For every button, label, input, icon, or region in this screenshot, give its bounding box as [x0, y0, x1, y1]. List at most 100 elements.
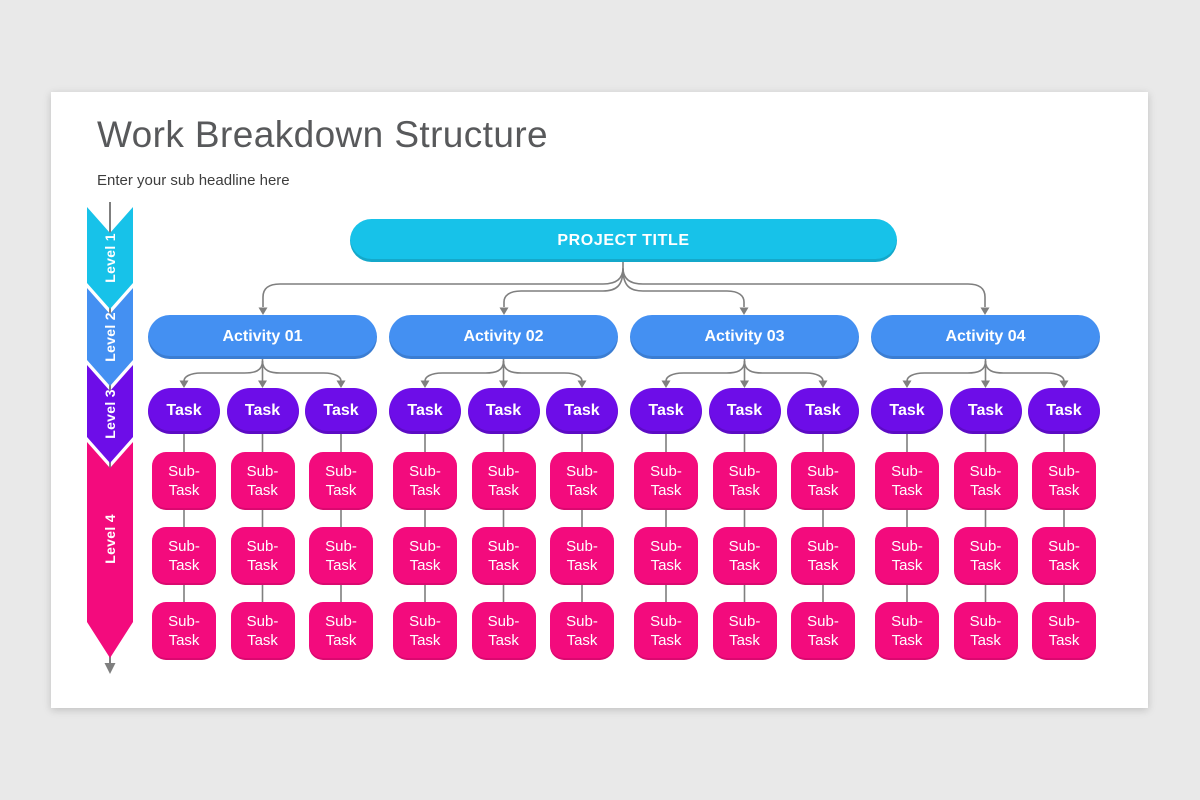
level4-label: Level 4	[102, 514, 118, 564]
subtask-node: Sub-Task	[393, 602, 457, 660]
subtask-label: Sub-Task	[728, 538, 761, 574]
subtask-node: Sub-Task	[875, 602, 939, 660]
subtask-label: Sub-Task	[487, 613, 520, 649]
subtask-node: Sub-Task	[791, 452, 855, 510]
down-arrow-icon	[740, 380, 749, 388]
project-title-label: PROJECT TITLE	[557, 231, 690, 249]
subtask-label: Sub-Task	[650, 463, 682, 499]
activity-node: Activity 02	[389, 315, 618, 359]
subtask-node: Sub-Task	[712, 602, 777, 660]
task-label: Task	[726, 402, 763, 419]
project-bus	[258, 262, 990, 315]
subtask-node: Sub-Task	[1032, 527, 1096, 585]
subtask-node: Sub-Task	[309, 602, 373, 660]
page-subtitle: Enter your sub headline here	[97, 172, 290, 189]
subtask-label: Sub-Task	[566, 613, 598, 649]
activity-label: Activity 02	[463, 328, 544, 345]
subtask-label: Sub-Task	[409, 613, 441, 649]
down-arrow-icon	[258, 380, 267, 388]
down-arrow-icon	[661, 380, 671, 388]
subtask-node: Sub-Task	[471, 527, 536, 585]
subtask-node: Sub-Task	[875, 527, 939, 585]
task-label: Task	[889, 402, 925, 419]
subtask-node: Sub-Task	[712, 527, 777, 585]
subtask-label: Sub-Task	[246, 613, 279, 649]
subtask-node: Sub-Task	[953, 527, 1018, 585]
slide-card: Work Breakdown Structure Enter your sub …	[51, 92, 1148, 708]
subtask-node: Sub-Task	[791, 527, 855, 585]
down-arrow-icon	[981, 380, 990, 388]
subtask-label: Sub-Task	[650, 538, 682, 574]
task-label: Task	[166, 402, 202, 419]
activity-node: Activity 01	[148, 315, 377, 359]
down-arrow-icon	[179, 380, 189, 388]
task-node: Task	[871, 388, 943, 434]
subtask-label: Sub-Task	[566, 538, 598, 574]
down-arrow-icon	[104, 663, 116, 674]
subtask-label: Sub-Task	[969, 613, 1002, 649]
level2-label: Level 2	[102, 312, 118, 362]
subtask-node: Sub-Task	[634, 602, 698, 660]
subtask-label: Sub-Task	[487, 463, 520, 499]
subtask-label: Sub-Task	[728, 463, 761, 499]
task-label: Task	[805, 402, 841, 419]
subtask-label: Sub-Task	[650, 613, 682, 649]
subtask-node: Sub-Task	[230, 602, 295, 660]
task-node: Task	[949, 388, 1022, 434]
task-label: Task	[1046, 402, 1082, 419]
task-node: Task	[1028, 388, 1100, 434]
subtask-label: Sub-Task	[807, 613, 839, 649]
page-title: Work Breakdown Structure	[97, 114, 549, 155]
task-label: Task	[407, 402, 443, 419]
task-label: Task	[648, 402, 684, 419]
subtask-node: Sub-Task	[152, 602, 216, 660]
task-node: Task	[467, 388, 540, 434]
subtask-label: Sub-Task	[246, 463, 279, 499]
subtask-label: Sub-Task	[487, 538, 520, 574]
subtask-label: Sub-Task	[807, 463, 839, 499]
subtask-node: Sub-Task	[953, 452, 1018, 510]
down-arrow-icon	[420, 380, 430, 388]
subtask-label: Sub-Task	[168, 613, 200, 649]
task-node: Task	[148, 388, 220, 434]
subtask-label: Sub-Task	[325, 613, 357, 649]
down-arrow-icon	[980, 307, 990, 315]
subtask-label: Sub-Task	[891, 463, 923, 499]
task-node: Task	[787, 388, 859, 434]
activity-node: Activity 04	[871, 315, 1100, 359]
subtask-label: Sub-Task	[969, 538, 1002, 574]
activity-label: Activity 03	[704, 328, 785, 345]
level3-label: Level 3	[102, 389, 118, 439]
task-node: Task	[389, 388, 461, 434]
subtask-node: Sub-Task	[152, 527, 216, 585]
project-title-node: PROJECT TITLE	[350, 219, 897, 262]
subtask-label: Sub-Task	[168, 463, 200, 499]
down-arrow-icon	[1059, 380, 1069, 388]
down-arrow-icon	[258, 307, 268, 315]
level1-label: Level 1	[102, 233, 118, 283]
subtask-node: Sub-Task	[634, 527, 698, 585]
subtask-label: Sub-Task	[969, 463, 1002, 499]
down-arrow-icon	[336, 380, 346, 388]
down-arrow-icon	[499, 307, 509, 315]
subtask-node: Sub-Task	[471, 452, 536, 510]
subtask-label: Sub-Task	[1048, 613, 1080, 649]
down-arrow-icon	[499, 380, 508, 388]
activity-node: Activity 03	[630, 315, 859, 359]
subtask-node: Sub-Task	[230, 452, 295, 510]
task-node: Task	[708, 388, 781, 434]
subtask-node: Sub-Task	[471, 602, 536, 660]
down-arrow-icon	[818, 380, 828, 388]
subtask-node: Sub-Task	[152, 452, 216, 510]
subtask-node: Sub-Task	[791, 602, 855, 660]
subtask-node: Sub-Task	[550, 527, 614, 585]
task-node: Task	[305, 388, 377, 434]
subtask-node: Sub-Task	[393, 527, 457, 585]
subtask-label: Sub-Task	[807, 538, 839, 574]
subtask-node: Sub-Task	[875, 452, 939, 510]
subtask-node: Sub-Task	[550, 452, 614, 510]
subtask-label: Sub-Task	[566, 463, 598, 499]
subtask-label: Sub-Task	[409, 538, 441, 574]
subtask-node: Sub-Task	[230, 527, 295, 585]
